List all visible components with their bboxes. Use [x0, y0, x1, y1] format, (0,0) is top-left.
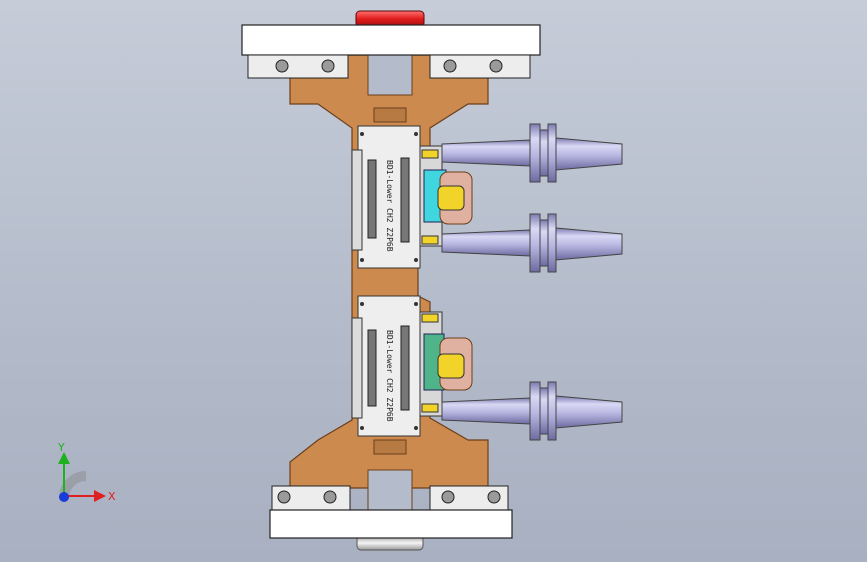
- tool-holder-2[interactable]: [441, 213, 623, 273]
- fixture-1-label: BD1-Lower CH2 Z2P6B: [385, 160, 394, 252]
- bottom-bolts: [277, 490, 501, 504]
- fixture-2[interactable]: BD1-Lower CH2 Z2P6B: [351, 295, 473, 437]
- top-clamp-bar[interactable]: [241, 24, 541, 56]
- axis-x-arrow-icon: [64, 490, 106, 502]
- tool-holder-3[interactable]: [441, 381, 623, 441]
- tool-holder-1[interactable]: [441, 123, 623, 183]
- fixture-1[interactable]: BD1-Lower CH2 Z2P6B: [351, 125, 473, 269]
- bottom-pocket: [373, 439, 407, 455]
- bottom-clamp-bar[interactable]: [269, 509, 513, 539]
- top-pocket: [373, 107, 407, 123]
- bottom-slot: [367, 469, 413, 511]
- axis-z-origin-icon: [59, 492, 69, 502]
- axis-y-arrow-icon: [58, 452, 70, 496]
- axis-y-label: Y: [57, 441, 65, 454]
- fixture-2-label: BD1-Lower CH2 Z2P6B: [385, 330, 394, 422]
- top-bolts: [275, 59, 503, 73]
- top-clamp-right[interactable]: [429, 54, 531, 79]
- top-clamp-left[interactable]: [247, 54, 349, 79]
- coordinate-triad[interactable]: Y X: [38, 438, 128, 518]
- axis-x-label: X: [108, 490, 116, 503]
- top-slot: [367, 54, 413, 96]
